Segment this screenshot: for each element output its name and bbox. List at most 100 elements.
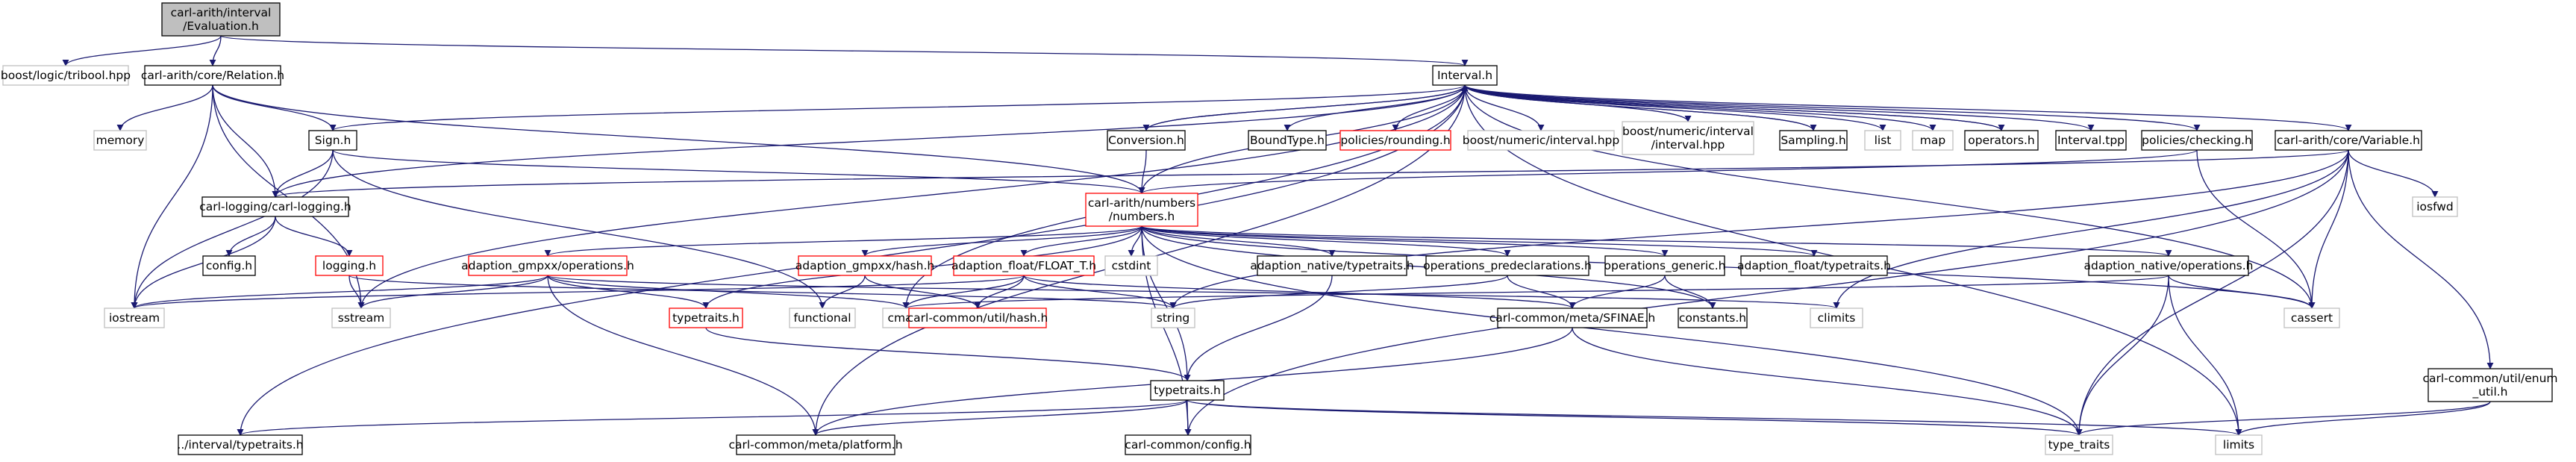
edge-interval-to-interval_tpp [1464,84,2095,131]
node-label: operations_predeclarations.h [1423,259,1592,273]
node-map[interactable]: map [1912,130,1954,151]
node-variable[interactable]: carl-arith/core/Variable.h [2275,130,2422,151]
edge-interval-to-sstream [357,84,1466,309]
edge-numbers-to-ops_generic [1141,225,1669,257]
node-label: carl-arith/interval [171,6,272,19]
node-functional[interactable]: functional [789,308,856,328]
node-box [1425,255,1589,276]
node-type_traits[interactable]: type_traits [2045,434,2113,455]
node-ops_predecl[interactable]: operations_predeclarations.h [1423,255,1592,276]
node-box [2088,255,2249,276]
node-rounding[interactable]: policies/rounding.h [1339,130,1451,151]
edge-numbers-to-float_tt [1141,225,1818,257]
node-iosfwd[interactable]: iosfwd [2412,196,2458,217]
node-checking[interactable]: policies/checking.h [2141,130,2253,151]
node-carllogging[interactable]: carl-logging/carl-logging.h [199,196,351,217]
edge-interval-to-rounding [1392,84,1466,131]
edge-interval-to-carllogging [272,84,1466,198]
node-memory[interactable]: memory [93,130,147,151]
node-ops_generic[interactable]: operations_generic.h [1604,255,1726,276]
node-bn_interval_i[interactable]: boost/numeric/interval/interval.hpp [1622,121,1754,155]
edge-variable-to-string [1169,149,2349,309]
node-evaluation[interactable]: carl-arith/interval/Evaluation.h [161,2,281,37]
node-label: operators.h [1968,134,2035,147]
node-label: list [1875,134,1892,147]
edge-numbers-to-typetraits_h [1141,225,1191,381]
node-config_h[interactable]: config.h [202,255,256,276]
node-platform[interactable]: carl-common/meta/platform.h [728,434,903,455]
node-constants[interactable]: constants.h [1678,308,1748,328]
node-box [1257,255,1407,276]
node-string[interactable]: string [1151,308,1195,328]
edge-carllogging-to-config_h [225,216,276,257]
node-sstream[interactable]: sstream [331,308,391,328]
edge-ops_generic-to-constants [1664,275,1716,309]
edge-interval-to-variable [1464,84,2352,131]
edge-typetraits_h-to-common_config [1184,399,1192,436]
node-cstdint[interactable]: cstdint [1104,255,1158,276]
node-limits[interactable]: limits [2215,434,2263,455]
node-cassert[interactable]: cassert [2283,308,2340,328]
node-box [2412,196,2458,217]
node-float_tt[interactable]: adaption_float/typetraits.h [1737,255,1891,276]
node-common_config[interactable]: carl-common/config.h [1125,434,1251,455]
edge-evaluation-to-relation [209,35,222,66]
node-boundtype[interactable]: BoundType.h [1248,130,1327,151]
node-gmpxx_hash[interactable]: adaption_gmpxx/hash.h [795,255,934,276]
node-operators[interactable]: operators.h [1964,130,2039,151]
edge-float_t-to-cmath [902,275,1025,309]
node-tribool[interactable]: boost/logic/tribool.hpp [1,65,131,86]
node-float_t[interactable]: adaption_float/FLOAT_T.h [951,255,1096,276]
node-box [2055,130,2127,151]
node-box [1604,255,1725,276]
node-native_ops[interactable]: adaption_native/operations.h [2084,255,2254,276]
node-native_tt[interactable]: adaption_native/typetraits.h [1250,255,1414,276]
node-enum_util[interactable]: carl-common/util/enum_util.h [2422,368,2558,402]
node-label: map [1920,134,1945,147]
node-sign[interactable]: Sign.h [308,130,357,151]
node-label: Interval.h [1437,69,1492,82]
edge-gmpxx_ops-to-typetraits_red [547,275,710,309]
edge-float_t-to-iostream [131,275,1025,309]
node-box [908,308,1047,328]
node-bn_interval[interactable]: boost/numeric/interval.hpp [1463,130,1619,151]
node-label: operations_generic.h [1604,259,1726,273]
edges-layer [62,35,2494,436]
node-label: /interval.hpp [1651,138,1725,152]
node-sfinae[interactable]: carl-common/meta/SFINAE.h [1489,308,1656,328]
node-box [2275,130,2422,151]
node-box [1912,130,1954,151]
edge-variable-to-common_config [1184,149,2349,436]
node-list[interactable]: list [1864,130,1901,151]
node-label: functional [793,311,851,325]
node-typetraits_h[interactable]: typetraits.h [1150,380,1225,401]
node-interval_tpp[interactable]: Interval.tpp [2055,130,2127,151]
edge-gmpxx_ops-to-platform [547,275,819,436]
edge-gmpxx_ops-to-cmath [547,275,910,309]
edge-operators-to-interval [1461,84,2002,131]
node-label: BoundType.h [1250,134,1325,147]
node-iostream[interactable]: iostream [104,308,165,328]
edge-native_ops-to-cmath [903,275,2169,309]
node-box [2141,130,2253,151]
node-label: Interval.tpp [2057,134,2125,147]
node-numbers[interactable]: carl-arith/numbers/numbers.h [1085,193,1198,227]
node-label: _util.h [2472,385,2507,399]
node-box [1497,308,1648,328]
node-logging_h[interactable]: logging.h [315,255,384,276]
node-sampling[interactable]: Sampling.h [1779,130,1848,151]
node-interval[interactable]: Interval.h [1432,65,1498,86]
edge-numbers-to-native_ops [1141,225,2172,257]
edge-enum_util-to-type_traits [2075,401,2491,436]
node-climits[interactable]: climits [1810,308,1863,328]
node-typetraits_red[interactable]: typetraits.h [669,308,743,328]
edge-float_t-to-hash_h [974,275,1025,309]
edge-relation-to-memory [116,84,213,131]
edge-float_t-to-string [1023,275,1177,309]
node-box [1740,255,1888,276]
node-relation[interactable]: carl-arith/core/Relation.h [141,65,284,86]
node-gmpxx_ops[interactable]: adaption_gmpxx/operations.h [461,255,634,276]
node-interval_tt[interactable]: ../interval/typetraits.h [177,434,304,455]
node-conversion[interactable]: Conversion.h [1107,130,1186,151]
node-hash_h[interactable]: carl-common/util/hash.h [907,308,1048,328]
